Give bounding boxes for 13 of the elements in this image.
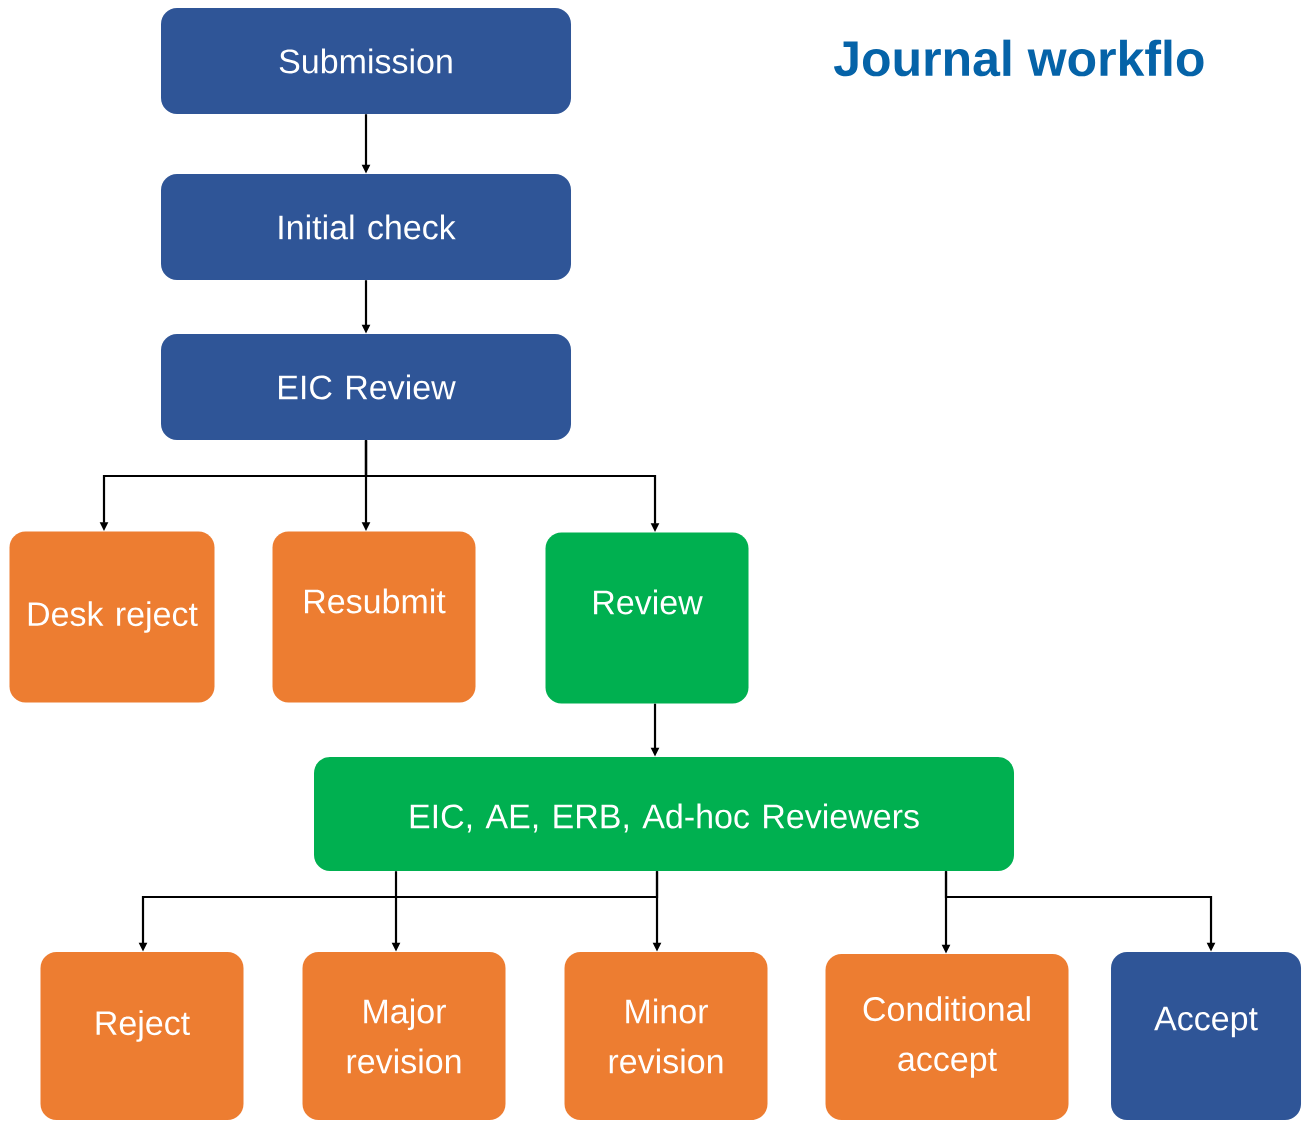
process-box: EIC, AE, ERB, Ad-hoc Reviewers xyxy=(314,757,1014,871)
process-box: Major revision xyxy=(302,952,506,1120)
process-box: Accept xyxy=(1111,952,1301,1120)
process-box: Conditional accept xyxy=(825,954,1069,1120)
process-box: Resubmit xyxy=(272,531,476,703)
process-box: Review xyxy=(545,532,749,704)
process-box: Initial check xyxy=(161,174,571,280)
process-box: Submission xyxy=(161,8,571,114)
process-box: Reject xyxy=(40,952,244,1120)
title: Journal workflo xyxy=(833,39,1204,77)
process-box: Desk reject xyxy=(9,531,215,703)
process-box: Minor revision xyxy=(564,952,768,1120)
process-box: EIC Review xyxy=(161,334,571,440)
